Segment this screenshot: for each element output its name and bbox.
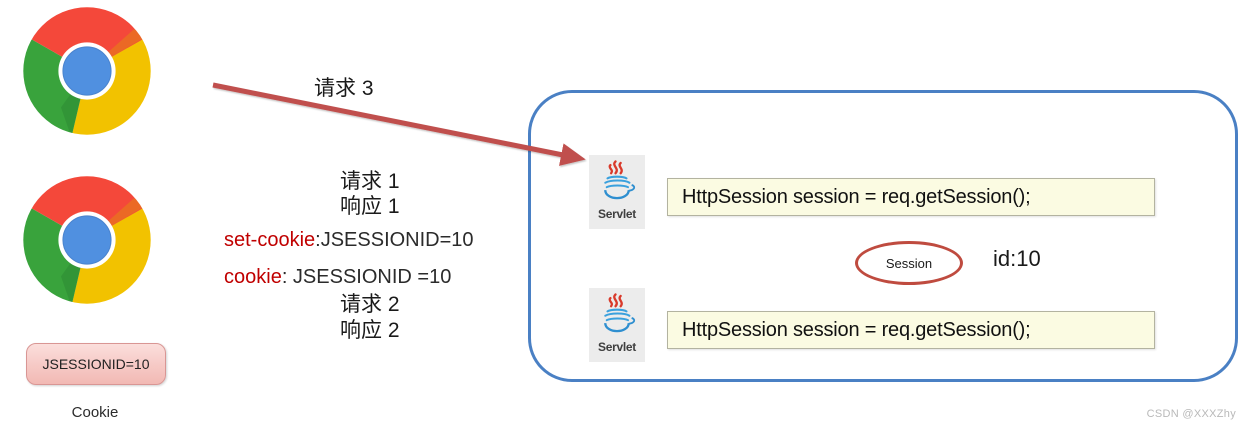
- server-container-box: [528, 90, 1238, 382]
- servlet-label-top: Servlet: [598, 207, 636, 221]
- java-coffee-cup-icon: [604, 160, 636, 200]
- servlet-icon-bottom: Servlet: [589, 288, 645, 362]
- code-text-bottom: HttpSession session = req.getSession();: [682, 318, 1031, 341]
- session-id-label: id:10: [993, 246, 1041, 271]
- cookie-chip-value: JSESSIONID=10: [42, 356, 150, 372]
- label-request-1: 请求 1: [336, 171, 404, 192]
- watermark: CSDN @XXXZhy: [1146, 408, 1236, 420]
- cookie-header: cookie: JSESSIONID =10: [224, 267, 451, 287]
- code-text-top: HttpSession session = req.getSession();: [682, 185, 1031, 208]
- label-response-1: 响应 1: [336, 196, 404, 217]
- code-box-bottom: HttpSession session = req.getSession();: [667, 311, 1155, 349]
- code-box-top: HttpSession session = req.getSession();: [667, 178, 1155, 216]
- label-request-2: 请求 2: [336, 294, 404, 315]
- arrow-request-3: [212, 82, 586, 166]
- session-ellipse: Session: [855, 241, 963, 285]
- set-cookie-header-key: set-cookie: [224, 229, 316, 251]
- servlet-label-bottom: Servlet: [598, 340, 636, 354]
- label-request-3: 请求 3: [310, 78, 378, 99]
- servlet-icon-top: Servlet: [589, 155, 645, 229]
- cookie-chip: JSESSIONID=10: [26, 343, 166, 385]
- label-response-2: 响应 2: [336, 320, 404, 341]
- chrome-logo-icon-bottom: [22, 175, 152, 305]
- cookie-caption: Cookie: [71, 404, 119, 421]
- session-label: Session: [885, 255, 933, 271]
- cookie-header-value: : JSESSIONID =10: [281, 266, 452, 288]
- java-coffee-cup-icon: [604, 293, 636, 333]
- set-cookie-header-value: :JSESSIONID=10: [315, 229, 474, 251]
- cookie-header-key: cookie: [224, 266, 282, 288]
- set-cookie-header: set-cookie:JSESSIONID=10: [224, 230, 474, 250]
- chrome-logo-icon-top: [22, 6, 152, 136]
